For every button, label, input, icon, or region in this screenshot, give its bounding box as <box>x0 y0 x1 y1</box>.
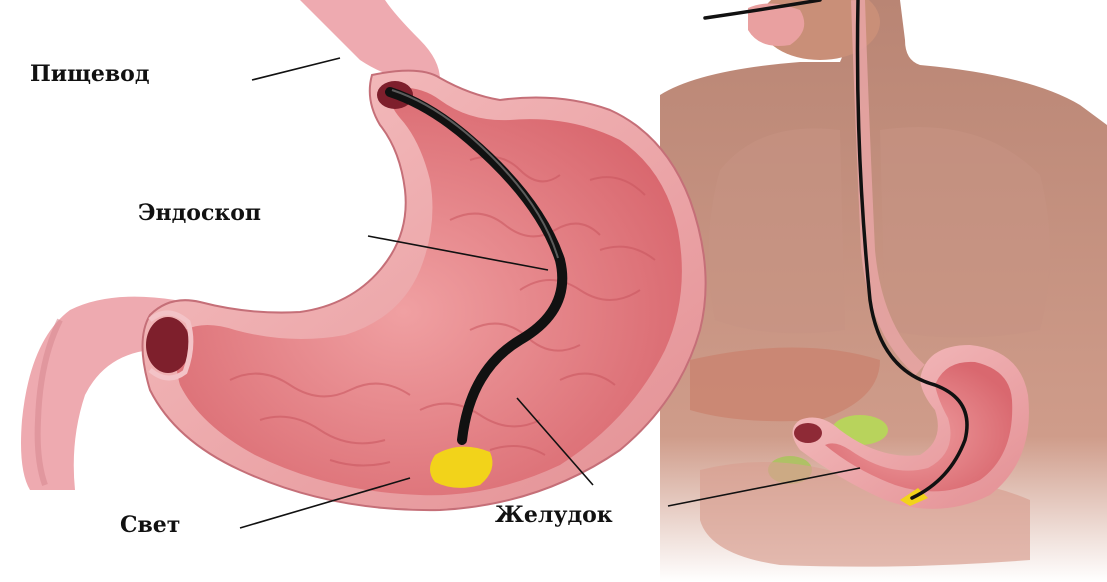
label-endoscope: Эндоскоп <box>138 202 261 224</box>
pylorus-opening <box>146 317 190 373</box>
label-stomach: Желудок <box>495 504 613 526</box>
label-esophagus: Пищевод <box>30 63 150 85</box>
light-spot <box>430 447 492 488</box>
small-pylorus <box>794 423 822 443</box>
label-light: Свет <box>120 514 180 536</box>
leader-line-esophagus <box>252 58 340 80</box>
esophagus-tube <box>300 0 440 80</box>
